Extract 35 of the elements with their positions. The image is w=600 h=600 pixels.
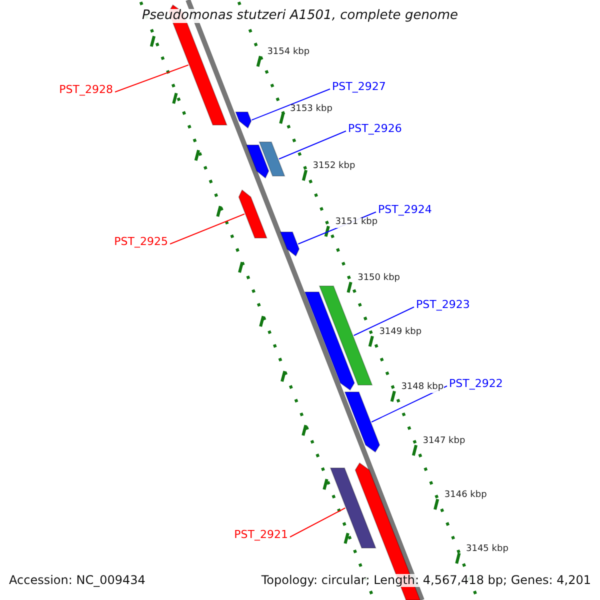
tick-label: 3147 kbp [422, 437, 466, 447]
gene-bar [304, 292, 355, 391]
gene-bar [234, 112, 252, 129]
gene-label: PST_2927 [332, 81, 386, 94]
accession-text: Accession: NC_009434 [9, 574, 146, 588]
leader-line [251, 88, 330, 120]
gene-bar [246, 144, 270, 179]
gene-bar [318, 286, 373, 386]
tick-label: 3149 kbp [379, 328, 422, 338]
gene-bar [258, 142, 286, 176]
tick-label: 3146 kbp [444, 491, 487, 501]
gene-label: PST_2923 [416, 299, 470, 312]
leader-line [353, 306, 414, 336]
gene-bar [238, 189, 268, 238]
gene-label: PST_2926 [348, 123, 402, 136]
gene-label: PST_2921 [234, 529, 288, 542]
tick-label: 3151 kbp [335, 218, 378, 228]
gene-label: PST_2924 [378, 204, 432, 216]
gene-label: PST_2922 [449, 378, 503, 390]
leader-line [290, 508, 346, 538]
gene-bar [344, 392, 380, 453]
tick-label: 3154 kbp [267, 48, 310, 58]
tick-label: 3150 kbp [358, 274, 400, 284]
gene-bar [330, 468, 376, 548]
gene-label: PST_2928 [59, 84, 113, 96]
genome-info-text: Topology: circular; Length: 4,567,418 bp; Genes: 4,201 [261, 574, 591, 588]
tick-label: 3152 kbp [312, 162, 356, 172]
tick-label: 3145 kbp [466, 545, 508, 555]
tick-label: 3153 kbp [290, 105, 332, 115]
leader-line [114, 64, 189, 92]
gene-bar [280, 232, 300, 257]
tick-label: 3148 kbp [401, 383, 444, 393]
leader-line [278, 130, 346, 160]
leader-line [170, 214, 245, 244]
gene-label: PST_2925 [114, 236, 168, 248]
